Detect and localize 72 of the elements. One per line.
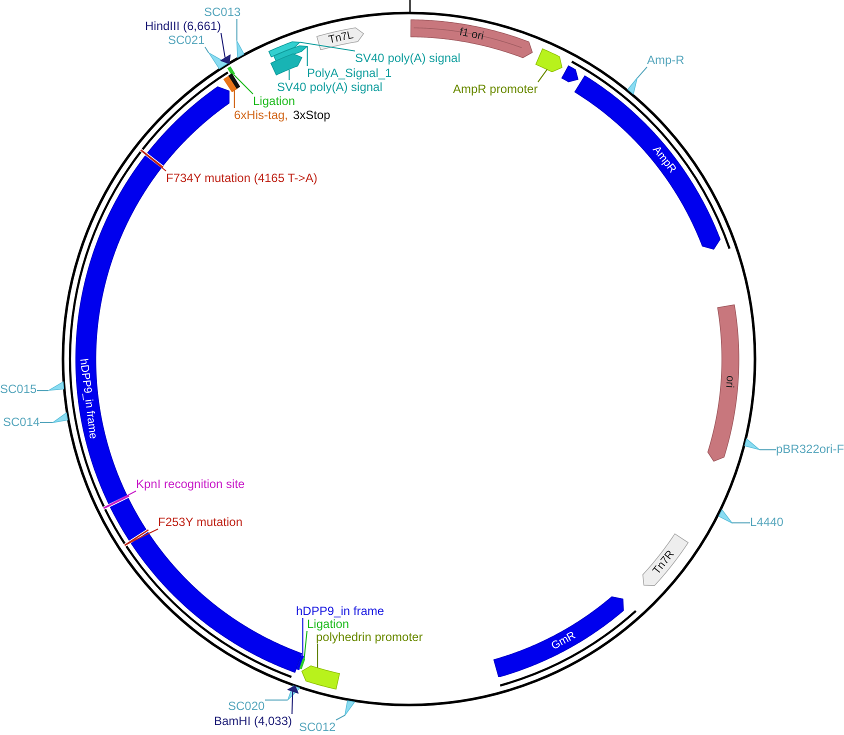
primer-flag-icon [744,438,760,450]
callout-label: Ligation [307,617,350,631]
leader-line [302,618,304,657]
callout-label: F253Y mutation [158,515,242,529]
callout-label: polyhedrin promoter [316,630,423,644]
callout-label: F734Y mutation (4165 T->A) [166,171,318,185]
primer-flag-icon [208,52,228,70]
leader-line [234,90,235,108]
callout-label: hDPP9_in frame [296,604,384,618]
feature-segment [492,596,624,678]
feature-segment [268,40,301,58]
leader-line [306,46,308,66]
feature-label: Tn7L [327,28,354,46]
callout-label: SC015 [0,382,37,396]
callout-label: PolyA_Signal_1 [307,66,392,80]
leader-line [538,68,548,82]
callout-label: SC020 [228,699,265,713]
tick-mark-icon [227,66,236,76]
leader-line [288,70,290,80]
callout-label: SC012 [299,720,336,734]
callout-label: SV40 poly(A) signal [277,80,382,94]
leader-line [103,490,136,509]
primer-flag-icon [48,381,64,392]
leader-line [317,644,318,668]
leader-line [265,699,288,701]
feature-label: ori [723,374,736,388]
leader-line [220,32,226,58]
callout-label: Ligation [253,94,296,108]
leader-line [233,74,254,94]
primer-flag-icon [236,40,245,58]
leader-line [732,522,750,524]
leader-line [759,449,776,450]
callout-label: 6xHis-tag, [234,108,288,122]
callout-label: KpnI recognition site [136,477,245,491]
callout-label: BamHI (4,033) [214,714,292,728]
leader-line [336,714,346,720]
feature-segment [574,75,721,250]
feature-segment [707,304,740,462]
leader-line [300,42,356,52]
callout-label: SC021 [168,33,205,47]
callout-label: HindIII (6,661) [145,19,222,33]
primer-flag-icon [718,508,733,524]
leader-line [304,630,308,660]
feature-segment [642,533,689,587]
leader-line [40,422,53,424]
feature-label: hDPP9_in frame [78,358,100,440]
callout-label: SV40 poly(A) signal [355,51,460,65]
callout-label: SC014 [3,415,40,429]
feature-segment [300,664,340,690]
leader-line [291,691,294,714]
tick-mark-icon [299,658,306,670]
feature-segment [561,64,580,83]
feature-segment [535,48,563,72]
callout-label: L4440 [750,515,784,529]
feature-segment [316,26,364,50]
callout-label: 3xStop [293,108,330,122]
leader-line [236,19,238,41]
leader-line [636,66,648,78]
leader-line [37,390,48,392]
primer-flag-icon [627,77,638,96]
primer-flag-icon [344,700,356,716]
leader-line [204,46,210,54]
feature-label: f1 ori [458,26,486,43]
primer-flag-icon [52,412,68,424]
feature-segment [270,53,304,76]
callout-label: Amp-R [647,53,684,67]
callout-label: pBR322ori-F [776,442,844,456]
triangle-marker-icon [220,54,231,64]
callout-label: SC013 [204,5,241,19]
feature-label: GmR [549,629,578,652]
callout-label: AmpR promoter [453,82,538,96]
tick-mark-icon [228,72,241,89]
